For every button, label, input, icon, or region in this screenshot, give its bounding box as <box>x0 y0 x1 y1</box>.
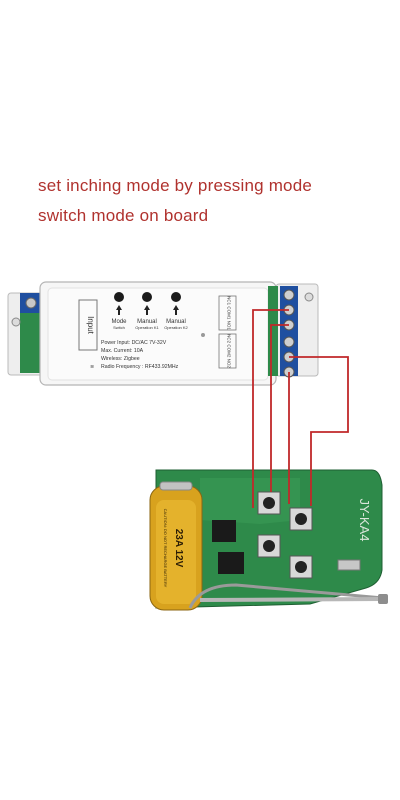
mode-button-label: Mode <box>111 319 127 325</box>
mode-switch-button: Mode Switch <box>111 292 127 330</box>
manual-k1-label: Manual <box>137 319 157 325</box>
screw-icon <box>25 297 37 309</box>
spec-frequency: Radio Frequency : RF433.92MHz <box>101 364 179 370</box>
wifi-icon: ≋ <box>90 364 94 370</box>
antenna-rod <box>199 597 385 602</box>
terminal-label-box-2 <box>218 333 237 369</box>
right-pcb-edge <box>268 286 278 376</box>
manual-k2-label: Manual <box>166 319 186 325</box>
pcb-trace-area <box>200 478 300 524</box>
input-box <box>78 299 98 351</box>
manual-k1-button: Manual Operation K1 <box>135 292 160 330</box>
crystal <box>337 559 361 571</box>
wire-3 <box>289 356 349 506</box>
terminal-label-2: NC2 COM2 NO2 <box>227 334 232 368</box>
antenna-wire <box>188 583 385 609</box>
spec-power: Power Input: DC/AC 7V-32V <box>101 340 167 346</box>
mount-hole-icon <box>11 317 21 327</box>
spec-wireless: Wireless: Zigbee <box>101 356 140 362</box>
relay-module: Input Mode Switch Manual Operation K1 Ma… <box>7 281 319 386</box>
wire-1 <box>252 309 289 508</box>
wire-2 <box>270 324 289 492</box>
ic-chip <box>212 520 236 542</box>
manual-k1-sub: Operation K1 <box>135 325 159 330</box>
mode-button-sub: Switch <box>113 325 125 330</box>
spec-current: Max. Current: 10A <box>101 348 144 354</box>
terminal-label-box-1 <box>218 295 237 331</box>
mount-hole-icon <box>304 292 314 302</box>
screw-icon <box>283 336 295 348</box>
battery-label: 23A 12V <box>173 529 184 568</box>
terminal-label-1: NC1 COM1 NO1 <box>227 296 232 330</box>
battery: 23A 12V CAUTION: DO NOT RECHARGE BATTERY <box>149 481 203 611</box>
remote-board: JY-KA4 23A 12V CAUTION: DO NOT RECHARGE … <box>149 469 388 611</box>
antenna-tip <box>378 594 388 604</box>
wiring <box>252 309 349 508</box>
screw-icon <box>283 289 295 301</box>
manual-k2-button: Manual Operation K2 <box>164 292 189 330</box>
manual-k2-sub: Operation K2 <box>164 325 188 330</box>
caption-line-1: set inching mode by pressing mode <box>38 176 313 195</box>
remote-model-label: JY-KA4 <box>357 499 372 542</box>
led-indicator <box>201 333 205 337</box>
input-label: Input <box>86 316 95 335</box>
caption-line-2: switch mode on board <box>38 206 209 225</box>
battery-warning: CAUTION: DO NOT RECHARGE BATTERY <box>163 509 168 588</box>
ic-chip <box>218 552 244 574</box>
